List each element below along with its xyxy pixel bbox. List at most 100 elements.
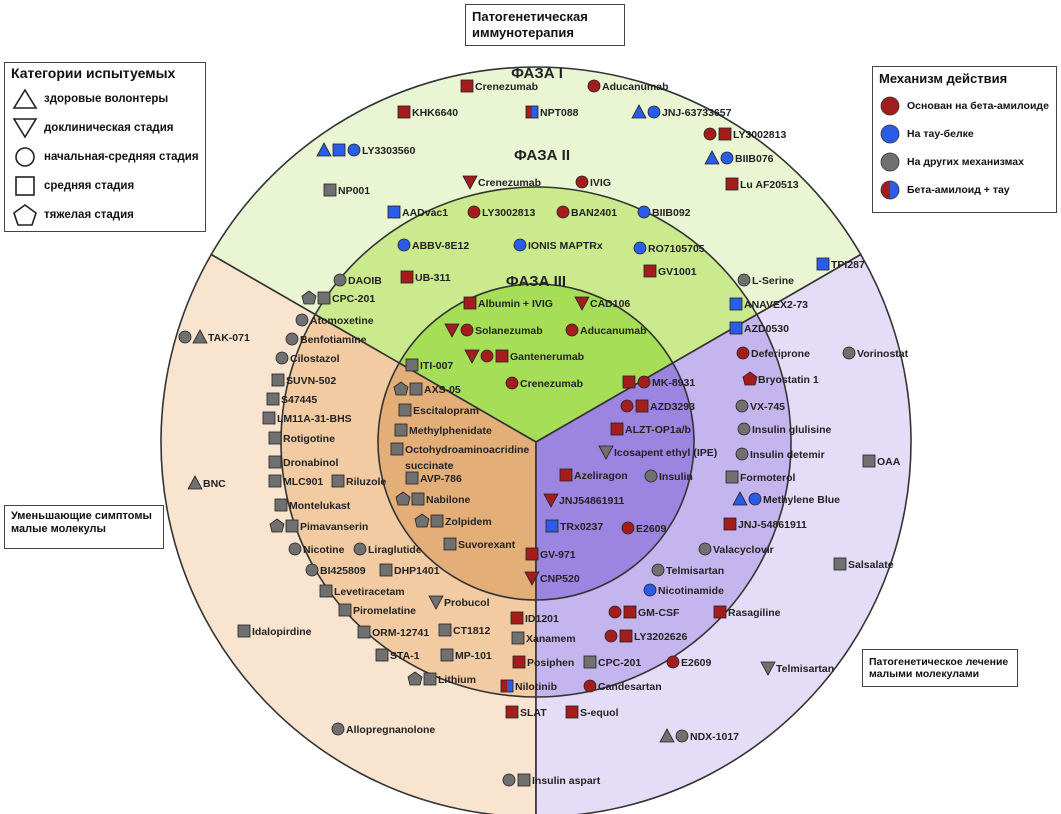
- drug-label: Pimavanserin: [300, 521, 368, 533]
- drug-label: BIIB092: [652, 207, 691, 219]
- drug-item: Nabilone: [395, 491, 470, 506]
- drug-item: Methylphenidate: [394, 423, 492, 437]
- drug-label: Levetiracetam: [334, 586, 405, 598]
- drug-item: Vorinostat: [842, 346, 909, 360]
- drug-label: Telmisartan: [666, 565, 724, 577]
- circle-amyloid-marker: [587, 79, 601, 93]
- drug-label: STA-1: [390, 650, 420, 662]
- drug-item: Methylene Blue: [732, 491, 840, 506]
- circle-amyloid-marker: [608, 605, 622, 619]
- drug-label: IVIG: [590, 177, 611, 189]
- square-amyloid-marker: [713, 605, 727, 619]
- circle-other-marker: [331, 722, 345, 736]
- drug-item: Xanamem: [511, 631, 576, 645]
- square-amyloid-marker: [565, 705, 579, 719]
- square-other-marker: [862, 454, 876, 468]
- drug-item: Zolpidem: [414, 513, 492, 528]
- drug-label: GV-971: [540, 549, 576, 561]
- drug-item: Bryostatin 1: [742, 371, 819, 386]
- drug-label: Piromelatine: [353, 605, 416, 617]
- drug-label: Aducanumab: [602, 81, 669, 93]
- circle-amyloid-marker: [480, 349, 494, 363]
- drug-item: Candesartan: [583, 679, 662, 693]
- square-other-marker: [517, 773, 531, 787]
- drug-item: BIIB076: [704, 150, 774, 165]
- circle-amyloid-marker: [575, 175, 589, 189]
- drug-item: AZD0530: [729, 321, 789, 335]
- drug-label: Crenezumab: [520, 378, 583, 390]
- square-other-marker: [274, 498, 288, 512]
- drug-item: E2609: [666, 655, 712, 669]
- drug-label: Telmisartan: [776, 663, 834, 675]
- circle-other-marker: [675, 729, 689, 743]
- drug-item: BI425809: [305, 563, 366, 577]
- square-amyloid-marker: [400, 270, 414, 284]
- drug-item: S-equol: [565, 705, 619, 719]
- square-tau-marker: [545, 519, 559, 533]
- drug-label: Idalopirdine: [252, 626, 312, 638]
- drug-item: Gantenerumab: [464, 349, 584, 364]
- square-tau-marker: [816, 257, 830, 271]
- drug-label: Solanezumab: [475, 325, 543, 337]
- square-other-marker: [511, 631, 525, 645]
- triangle-up-icon: [12, 87, 38, 109]
- square-other-marker: [423, 672, 437, 686]
- circle-amyloid-marker: [467, 205, 481, 219]
- mechanism-both: Бета-амилоид + тау: [879, 176, 1050, 204]
- drug-item: Piromelatine: [338, 603, 416, 617]
- triangle-down-other-marker: [760, 661, 776, 676]
- drug-label: AXS-05: [424, 384, 461, 396]
- triangle-down-amyloid-marker: [462, 175, 478, 190]
- drug-label: E2609: [636, 523, 667, 535]
- drug-label: VX-745: [750, 401, 785, 413]
- square-other-marker: [394, 423, 408, 437]
- drug-item: Aducanumab: [565, 323, 647, 337]
- drug-item: AADvac1: [387, 205, 448, 219]
- drug-label: Nabilone: [426, 494, 470, 506]
- square-other-marker: [317, 291, 331, 305]
- triangle-down-amyloid-marker: [464, 349, 480, 364]
- drug-label: AZD3293: [650, 401, 695, 413]
- drug-label: BNC: [203, 478, 226, 490]
- drug-item: Azeliragon: [559, 468, 628, 482]
- category-label: здоровые волонтеры: [44, 92, 169, 105]
- triangle-up-tau-marker: [732, 491, 748, 506]
- category-moderate: средняя стадия: [11, 171, 199, 200]
- drug-label: Nicotine: [303, 544, 345, 556]
- circle-amyloid-marker: [703, 127, 717, 141]
- drug-item: Benfotiamine: [285, 332, 367, 346]
- triangle-up-tau-marker: [704, 150, 720, 165]
- drug-item: Deferiprone: [736, 346, 810, 360]
- drug-item: Valacyclovir: [698, 542, 774, 556]
- drug-item: Salsalate: [833, 557, 894, 571]
- square-amyloid-marker: [643, 264, 657, 278]
- drug-label: NDX-1017: [690, 731, 739, 743]
- drug-item: Pimavanserin: [269, 518, 368, 533]
- drug-label: BI425809: [320, 565, 366, 577]
- drug-item: VX-745: [735, 399, 785, 413]
- drug-item: CPC-201: [301, 290, 375, 305]
- drug-label: IONIS MAPTRx: [528, 240, 603, 252]
- circle-amyloid-marker: [621, 521, 635, 535]
- drug-label: Posiphen: [527, 657, 574, 669]
- drug-label: GM-CSF: [638, 607, 680, 619]
- drug-item: DHP1401: [379, 563, 440, 577]
- drug-label: Liraglutide: [368, 544, 422, 556]
- drug-item: Liraglutide: [353, 542, 422, 556]
- square-amyloid-marker: [505, 705, 519, 719]
- drug-item: ANAVEX2-73: [729, 297, 808, 311]
- drug-item: LM11A-31-BHS: [262, 411, 352, 425]
- drug-label: LY3002813: [482, 207, 535, 219]
- circle-tau-marker: [637, 205, 651, 219]
- drug-item: NP001: [323, 183, 370, 197]
- pentagon-other-marker: [393, 381, 409, 396]
- square-other-marker: [319, 584, 333, 598]
- square-amyloid-marker: [463, 296, 477, 310]
- drug-label: CT1812: [453, 625, 491, 637]
- drug-item: Aducanumab: [587, 79, 669, 93]
- drug-item: Octohydroaminoacridine: [390, 442, 529, 456]
- drug-item: CNP520: [524, 571, 580, 586]
- drug-label: Suvorexant: [458, 539, 516, 551]
- categories-legend-title: Категории испытуемых: [11, 65, 176, 81]
- circle-other-marker: [737, 273, 751, 287]
